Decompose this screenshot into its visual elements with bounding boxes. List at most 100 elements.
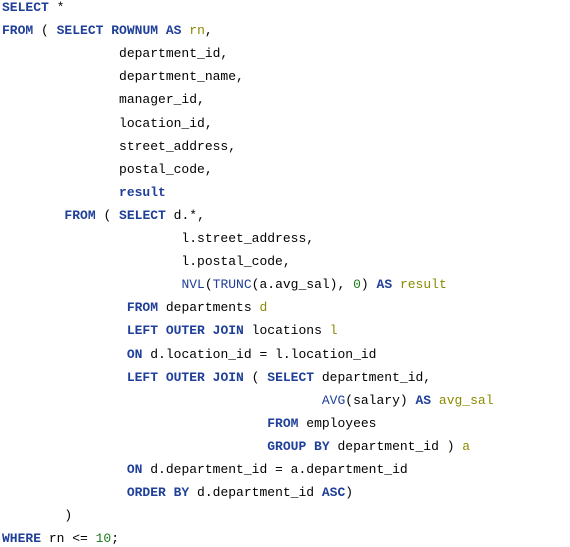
code-token: ROWNUM: [111, 23, 159, 39]
code-token: SELECT: [2, 0, 49, 15]
code-line: GROUP BY department_id ) a: [2, 439, 470, 455]
code-token: d: [259, 300, 268, 316]
code-line: ): [2, 508, 72, 524]
code-line: ORDER BY d.department_id ASC): [2, 485, 353, 501]
code-line: NVL(TRUNC(a.avg_sal), 0) AS result: [2, 277, 446, 293]
code-token: FROM: [267, 415, 299, 431]
code-line: manager_id,: [2, 92, 205, 108]
code-line: FROM employees: [2, 416, 376, 432]
code-token: (a.avg_sal),: [251, 277, 354, 293]
code-token: FROM: [64, 207, 96, 223]
code-token: rn: [189, 23, 205, 39]
code-token: department_name,: [2, 69, 244, 85]
code-token: FROM: [2, 23, 34, 39]
code-token: ): [345, 485, 354, 501]
code-token: l: [329, 323, 338, 339]
code-token: LEFT OUTER JOIN: [126, 369, 244, 385]
code-token: LEFT OUTER JOIN: [126, 323, 244, 339]
code-token: TRUNC: [212, 277, 252, 293]
code-token: d.department_id = a.department_id: [142, 462, 408, 477]
code-token: manager_id,: [2, 92, 205, 108]
code-token: [158, 23, 166, 38]
code-token: [2, 347, 127, 362]
code-token: [431, 393, 439, 408]
code-token: d.location_id = l.location_id: [142, 346, 377, 362]
code-token: ): [360, 277, 377, 293]
code-token: ASC: [321, 485, 346, 501]
code-token: [2, 393, 322, 408]
code-token: rn <=: [41, 531, 96, 547]
code-token: l.postal_code,: [2, 254, 291, 270]
code-token: [2, 185, 119, 200]
code-token: [2, 323, 127, 338]
code-token: [2, 462, 127, 477]
code-token: d.department_id: [189, 485, 322, 501]
code-line: ON d.department_id = a.department_id: [2, 462, 408, 478]
code-token: (: [33, 23, 57, 39]
code-line: department_name,: [2, 69, 244, 85]
code-line: department_id,: [2, 46, 228, 62]
code-line: location_id,: [2, 116, 213, 132]
code-token: ): [2, 508, 73, 524]
code-token: SELECT: [56, 23, 104, 39]
code-token: [2, 416, 267, 431]
code-token: [392, 277, 400, 292]
code-line: FROM ( SELECT ROWNUM AS rn,: [2, 23, 213, 39]
code-token: ;: [111, 531, 120, 547]
code-token: ,: [204, 23, 213, 39]
code-token: ORDER BY: [126, 485, 190, 501]
code-token: 10: [95, 531, 112, 547]
code-token: employees: [298, 415, 377, 431]
code-line: street_address,: [2, 139, 236, 155]
code-token: department_id,: [2, 46, 229, 62]
code-line: WHERE rn <= 10;: [2, 531, 119, 547]
code-token: FROM: [126, 300, 159, 316]
code-token: [2, 485, 127, 500]
code-token: d.*,: [165, 207, 205, 223]
code-token: *: [48, 0, 65, 15]
code-token: departments: [158, 300, 260, 316]
code-token: l.street_address,: [2, 231, 315, 246]
code-token: [2, 208, 64, 223]
code-token: (: [204, 277, 213, 293]
code-token: [2, 300, 127, 315]
code-token: [2, 277, 181, 292]
code-token: street_address,: [2, 138, 237, 154]
code-token: WHERE: [2, 531, 42, 547]
code-token: locations: [243, 323, 330, 339]
code-line: LEFT OUTER JOIN locations l: [2, 323, 338, 339]
code-token: AS: [165, 23, 182, 39]
code-line: ON d.location_id = l.location_id: [2, 346, 377, 363]
code-token: location_id,: [2, 115, 213, 131]
code-token: ON: [126, 462, 143, 477]
code-token: AS: [415, 392, 432, 408]
code-line: result: [2, 185, 166, 201]
code-token: ON: [126, 346, 143, 362]
code-line: AVG(salary) AS avg_sal: [2, 393, 494, 409]
code-token: (: [95, 207, 120, 223]
code-token: avg_sal: [438, 392, 494, 408]
code-token: result: [119, 184, 166, 200]
code-line: postal_code,: [2, 162, 213, 178]
code-token: SELECT: [119, 207, 166, 223]
code-token: AS: [376, 277, 393, 293]
code-token: 0: [353, 277, 361, 293]
code-line: SELECT *: [2, 0, 64, 16]
code-token: department_id,: [314, 369, 432, 385]
code-token: a: [462, 438, 471, 454]
code-line: l.street_address,: [2, 231, 314, 247]
code-line: FROM departments d: [2, 300, 267, 316]
code-token: SELECT: [267, 369, 315, 385]
code-token: postal_code,: [2, 161, 213, 177]
code-line: FROM ( SELECT d.*,: [2, 207, 205, 224]
code-token: department_id ): [329, 438, 463, 454]
code-token: [2, 439, 267, 454]
code-token: GROUP BY: [267, 438, 330, 454]
code-token: [2, 370, 127, 385]
code-token: (salary): [345, 392, 416, 408]
code-line: l.postal_code,: [2, 254, 291, 270]
code-token: (: [243, 369, 268, 385]
code-line: LEFT OUTER JOIN ( SELECT department_id,: [2, 370, 431, 386]
code-token: NVL: [181, 277, 205, 293]
